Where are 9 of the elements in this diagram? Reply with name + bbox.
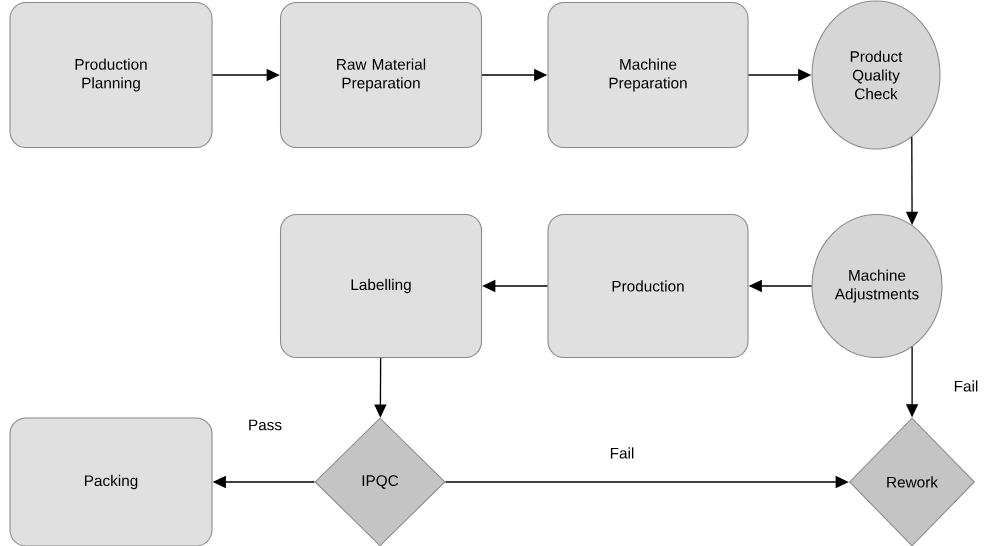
process-box: Machine Preparation — [547, 1, 749, 149]
edge-label: Fail — [608, 446, 636, 460]
process-box: Labelling — [279, 213, 483, 359]
edge-label: Fail — [952, 379, 980, 393]
edge-label: Pass — [246, 418, 284, 432]
process-box: Raw Material Preparation — [279, 1, 483, 149]
process-box: Production Planning — [9, 1, 213, 149]
process-box: Production — [547, 213, 749, 359]
process-box: Packing — [9, 417, 213, 546]
